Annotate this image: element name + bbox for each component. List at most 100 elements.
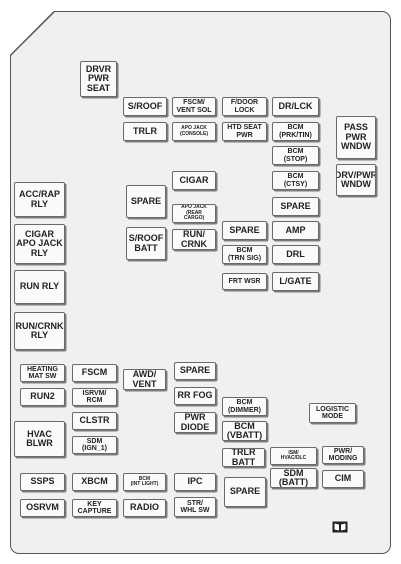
fuse-key-capture: KEY CAPTURE	[72, 499, 117, 517]
fuse-bcm-vbatt: BCM (VBATT)	[222, 421, 267, 441]
fuse-label: TRLR	[133, 125, 157, 136]
fuse-label: CLSTR	[79, 415, 110, 426]
fuse-pwr-diode: PWR DIODE	[174, 412, 216, 433]
fuse-label: BCM (CTSY)	[283, 173, 308, 188]
fuse-label: ISM/ HVAC/DLC	[280, 449, 307, 461]
fuse-label: HEATING MAT SW	[27, 365, 58, 380]
fuse-trlr-batt: TRLR BATT	[222, 448, 265, 467]
fuse-ism-hvac-dlc: ISM/ HVAC/DLC	[270, 447, 317, 465]
fuse-s-roof: S/ROOF	[123, 97, 167, 116]
fuse-fscm-vent-sol: FSCM/ VENT SOL	[172, 97, 216, 116]
fuse-heating-mat-sw: HEATING MAT SW	[20, 364, 65, 382]
fuse-label: APO JACK (REAR CARGO)	[181, 204, 207, 222]
fuse-label: SPARE	[179, 365, 211, 376]
fuse-label: RUN RLY	[19, 281, 60, 292]
fuse-hvac-blwr: HVAC BLWR	[14, 421, 65, 457]
fuse-label: STR/ WHL SW	[180, 499, 210, 514]
fuse-label: DRL	[286, 248, 305, 259]
fuse-label: BCM (TRN SIG)	[227, 247, 262, 262]
fuse-run-crnk-rly: RUN/CRNK RLY	[14, 312, 65, 350]
fuse-bcm-dimmer: BCM (DIMMER)	[222, 397, 267, 416]
fuse-apo-jack-rear-cargo: APO JACK (REAR CARGO)	[172, 204, 216, 223]
fuse-label: S/ROOF BATT	[128, 233, 164, 253]
fuse-label: CIGAR	[179, 174, 209, 185]
fuse-isrvm-rcm: ISRVM/ RCM	[72, 388, 117, 406]
fuse-frt-wsr: FRT WSR	[222, 273, 267, 290]
fuse-bcm-stop: BCM (STOP)	[272, 146, 319, 165]
fuse-label: F/DOOR LOCK	[230, 99, 259, 114]
fuse-label: FRT WSR	[228, 277, 261, 285]
fuse-spare-mid: SPARE	[222, 221, 267, 240]
fuse-cigar-top: CIGAR	[172, 171, 216, 190]
fuse-label: OSRVM	[26, 502, 59, 513]
fuse-label: SPARE	[130, 195, 162, 206]
fuse-label: DR/LCK	[278, 100, 313, 111]
fuse-cim: CIM	[322, 470, 364, 488]
fuse-dr-lck: DR/LCK	[272, 97, 319, 116]
fuse-label: APO JACK (CONSOLE)	[179, 125, 209, 137]
fuse-spare-right-top: SPARE	[272, 197, 319, 216]
fuse-drl: DRL	[272, 245, 319, 264]
fuse-apo-jack-console: APO JACK (CONSOLE)	[172, 122, 216, 141]
fuse-label: PASS PWR WNDW	[341, 122, 371, 152]
fuse-s-roof-batt: S/ROOF BATT	[126, 227, 166, 260]
fuse-rr-fog: RR FOG	[174, 387, 216, 405]
fuse-cigar-apo-jack-rly: CIGAR APO JACK RLY	[14, 224, 65, 264]
fuse-awd-vent: AWD/ VENT	[123, 369, 166, 390]
fuse-label: LOGISTIC MODE	[315, 405, 350, 420]
fuse-osrvm: OSRVM	[20, 499, 65, 517]
fuse-label: RADIO	[130, 502, 159, 513]
fuse-label: SDM (BATT)	[278, 468, 309, 487]
fuse-acc-rap-rly: ACC/RAP RLY	[14, 182, 65, 217]
fuse-label: BCM (VBATT)	[226, 421, 263, 440]
fuse-run-rly: RUN RLY	[14, 270, 65, 304]
fuse-spare-lower: SPARE	[174, 362, 216, 380]
fuse-label: XBCM	[81, 476, 108, 487]
fuse-label: TRLR BATT	[231, 448, 256, 467]
fuse-label: RUN/CRNK RLY	[15, 320, 64, 340]
fuse-bcm-prk-tin: BCM (PRK/TIN)	[272, 122, 319, 141]
fuse-ipc: IPC	[174, 473, 216, 491]
fuse-label: SPARE	[229, 224, 260, 235]
fuse-bcm-int-light: BCM (INT LIGHT)	[123, 473, 166, 491]
fuse-label: RUN2	[30, 391, 55, 402]
fuse-label: KEY CAPTURE	[77, 500, 112, 515]
fuse-label: SPARE	[280, 200, 311, 211]
fuse-run-crnk: RUN/ CRNK	[172, 229, 216, 250]
fuse-bcm-trn-sig: BCM (TRN SIG)	[222, 245, 267, 264]
fuse-label: ISRVM/ RCM	[82, 389, 107, 404]
fuse-label: CIM	[334, 473, 352, 484]
fuse-drv-pwr-wndw: DRV/PWR WNDW	[336, 164, 376, 196]
fuse-label: AMP	[285, 224, 306, 235]
fuse-label: BCM (DIMMER)	[227, 399, 262, 414]
fuse-logistic-mode: LOGISTIC MODE	[309, 403, 356, 423]
fuse-bcm-ctsy: BCM (CTSY)	[272, 171, 319, 190]
fuse-ssps: SSPS	[20, 473, 65, 491]
fuse-label: PWR DIODE	[180, 412, 210, 432]
fuse-xbcm: XBCM	[72, 473, 117, 491]
book-icon	[332, 521, 348, 533]
fuse-pwr-moding: PWR/ MODING	[322, 446, 364, 464]
fuse-label: SDM (IGN_1)	[82, 437, 107, 452]
fuse-label: HVAC BLWR	[26, 428, 53, 448]
fuse-htd-seat-pwr: HTD SEAT PWR	[222, 122, 267, 141]
fuse-pass-pwr-wndw: PASS PWR WNDW	[336, 116, 376, 159]
fuse-drvr-pwr-seat: DRVR PWR SEAT	[80, 61, 117, 97]
fuse-label: L/GATE	[279, 275, 312, 286]
fuse-spare-left: SPARE	[126, 185, 166, 218]
fuse-label: AWD/ VENT	[132, 369, 157, 389]
fuse-fscm: FSCM	[72, 364, 117, 382]
fuse-f-door-lock: F/DOOR LOCK	[222, 97, 267, 116]
fuse-clstr: CLSTR	[72, 412, 117, 430]
fuse-sdm-ign-1: SDM (IGN_1)	[72, 436, 117, 454]
fuse-l-gate: L/GATE	[272, 272, 319, 291]
fuse-label: RR FOG	[177, 390, 213, 401]
fuse-label: BCM (PRK/TIN)	[279, 124, 312, 139]
fuse-label: BCM (INT LIGHT)	[130, 475, 159, 487]
fuse-radio: RADIO	[123, 499, 166, 517]
fuse-label: FSCM	[81, 367, 108, 378]
fuse-label: PWR/ MODING	[328, 447, 358, 462]
fuse-run2: RUN2	[20, 388, 65, 406]
fuse-label: ACC/RAP RLY	[18, 189, 60, 209]
fuse-str-whl-sw: STR/ WHL SW	[174, 497, 216, 517]
